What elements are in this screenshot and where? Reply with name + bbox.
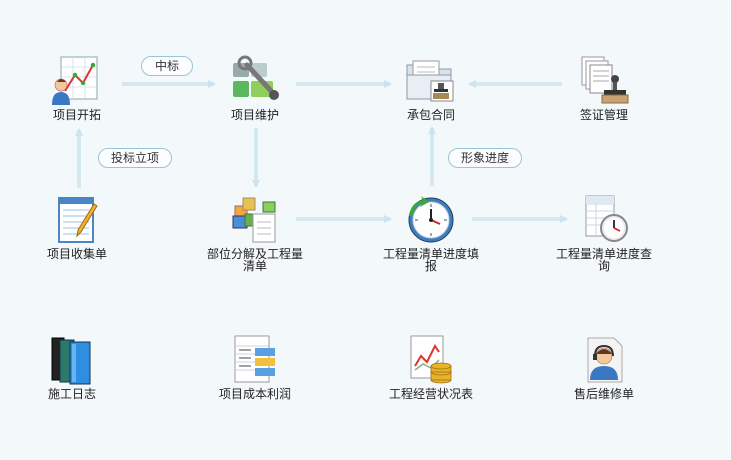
node-contract[interactable]: 承包合同 [381,55,481,121]
project-chart-person-icon [52,56,98,105]
spreadsheet-icon [234,335,275,383]
books-icon [51,337,91,385]
blocks-list-icon [232,197,276,243]
node-construction-log[interactable]: 施工日志 [22,334,122,400]
clock-arrow-icon [408,196,454,243]
node-label: 售后维修单 [573,387,634,401]
folder-stamp-icon [406,60,454,102]
node-project-dev[interactable]: 项目开拓 [27,55,127,121]
sheet-clock-icon [585,195,628,242]
node-visa-mgmt[interactable]: 签证管理 [554,55,654,121]
node-label: 工程经营状况表 [388,387,473,401]
chart-coins-icon [410,335,452,384]
node-project-maint[interactable]: 项目维护 [205,55,305,121]
node-label: 项目开拓 [52,108,101,122]
tag-bid-won: 中标 [141,56,193,76]
node-label: 项目收集单 [46,247,107,261]
node-label: 工程量清单进度填报 [382,247,479,273]
notepad-pencil-icon [58,197,98,243]
node-operation-status[interactable]: 工程经营状况表 [381,334,481,400]
support-agent-icon [587,337,623,383]
node-progress-fill[interactable]: 工程量清单进度填报 [381,194,481,272]
node-progress-query[interactable]: 工程量清单进度查询 [554,194,654,272]
node-cost-profit[interactable]: 项目成本利润 [205,334,305,400]
tag-bid-project: 投标立项 [98,148,172,168]
node-project-collect[interactable]: 项目收集单 [27,194,127,260]
documents-stamp-icon [581,56,629,104]
node-label: 项目成本利润 [218,387,291,401]
node-label: 承包合同 [406,108,455,122]
wrench-maintenance-icon [233,55,279,100]
node-part-decompose[interactable]: 部位分解及工程量清单 [205,194,305,272]
node-label: 工程量清单进度查询 [555,247,652,273]
node-label: 施工日志 [47,387,96,401]
node-label: 部位分解及工程量清单 [206,247,303,273]
node-after-sales[interactable]: 售后维修单 [554,334,654,400]
tag-image-progress: 形象进度 [448,148,522,168]
node-label: 签证管理 [579,108,628,122]
node-label: 项目维护 [230,108,279,122]
